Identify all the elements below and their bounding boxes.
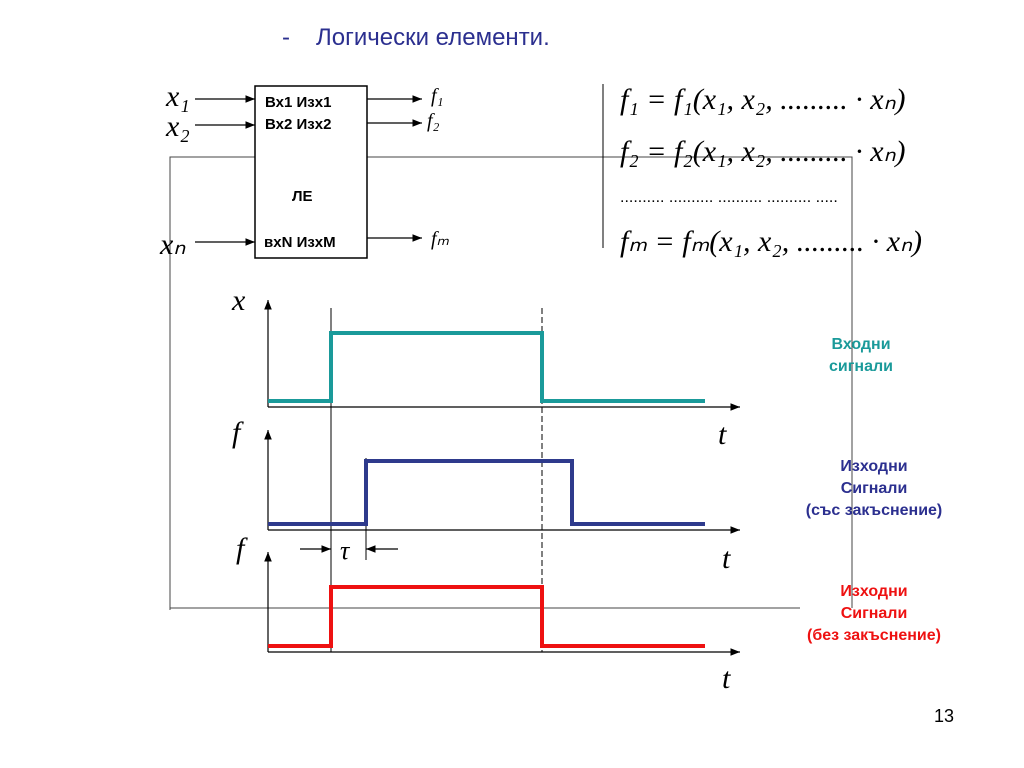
equation-fm: fₘ = fₘ(x₁, x₂, ......... · xₙ) (620, 225, 923, 258)
output-label-fm: fₘ (431, 228, 450, 250)
axis-label-t-1: t (718, 418, 727, 451)
input-signals-line-1: Входни (831, 336, 891, 353)
input-label-xn: xₙ (160, 228, 186, 261)
equation-f2: f₂ = f₂(x₁, x₂, ......... · xₙ) (620, 135, 906, 168)
tau-label: τ (340, 536, 350, 565)
axis-label-x: x (232, 284, 246, 317)
title-text: Логически елементи. (316, 24, 550, 51)
input-signals-label: Входни сигнали (806, 334, 916, 378)
block-row-2: Вх2 Изх2 (265, 116, 332, 133)
nodelay-signals-label: Изходни Сигнали (без закъснение) (774, 581, 974, 647)
axis-label-f-2: f (236, 532, 245, 565)
nodelay-signals-line-3: (без закъснение) (806, 627, 941, 644)
outer-frame (169, 156, 853, 610)
equation-dots: .......... .......... .......... .......… (620, 189, 838, 206)
delayed-signals-line-3: (със закъснение) (805, 502, 943, 519)
input-label-x1: x₁ (166, 80, 190, 113)
delayed-signals-line-1: Изходни (840, 458, 908, 475)
block-name: ЛЕ (292, 188, 313, 205)
input-signal (268, 331, 705, 403)
delayed-signals-label: Изходни Сигнали (със закъснение) (774, 456, 974, 522)
axis-label-t-3: t (722, 662, 731, 695)
block-row-1: Вх1 Изх1 (265, 94, 332, 111)
block-row-n: вхN ИзхM (264, 234, 336, 251)
title-dash: - (282, 24, 290, 51)
input-label-x2: x₂ (166, 110, 190, 143)
equation-f1: f₁ = f₁(x₁, x₂, ......... · xₙ) (620, 83, 906, 116)
nodelay-output-signal (268, 585, 705, 648)
input-signals-line-2: сигнали (829, 358, 893, 375)
output-label-f1: f₁ (431, 85, 444, 107)
delayed-output-signal (268, 459, 705, 526)
page-title: -Логически елементи. (282, 24, 550, 52)
output-label-f2: f₂ (427, 110, 440, 132)
axis-label-t-2: t (722, 542, 731, 575)
logic-block (254, 85, 368, 259)
nodelay-signals-line-1: Изходни (840, 583, 908, 600)
axis-label-f-1: f (232, 416, 241, 449)
delayed-signals-line-2: Сигнали (840, 480, 908, 497)
nodelay-signals-line-2: Сигнали (840, 605, 908, 622)
page-number: 13 (933, 706, 954, 726)
